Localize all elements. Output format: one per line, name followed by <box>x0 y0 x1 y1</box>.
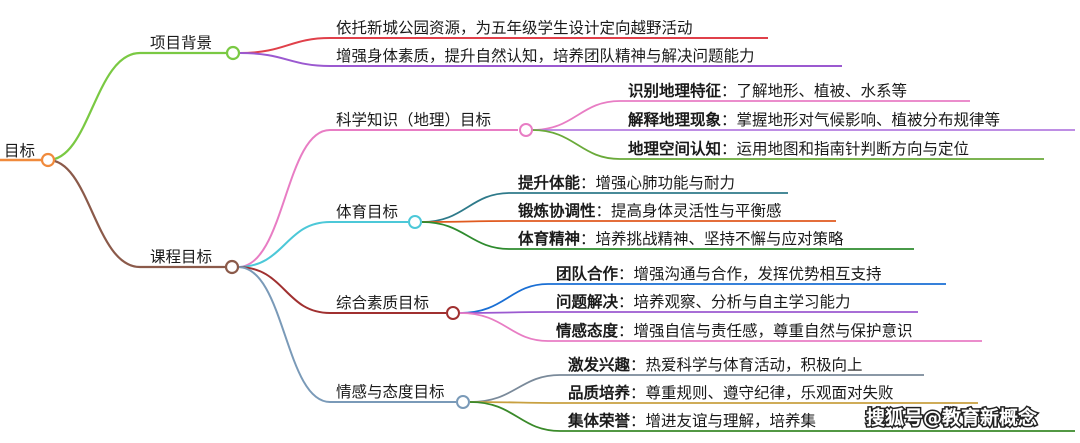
pe-item-3: 体育精神：培养挑战精神、坚持不懈与应对策略 <box>518 229 844 248</box>
connector-quality-item-1 <box>459 283 549 314</box>
quality-item-1: 团队合作：增强沟通与合作，发挥优势相互支持 <box>556 264 882 283</box>
pe-item-1-term: 提升体能 <box>518 173 581 192</box>
science-label: 科学知识（地理）目标 <box>336 111 491 129</box>
quality-item-3-desc: ：增强自信与责任感，尊重自然与保护意识 <box>618 321 913 340</box>
pe-item-2-desc: ：提高身体灵活性与平衡感 <box>596 202 782 220</box>
connector-emotion-item-3 <box>469 401 561 432</box>
pe-item-2: 锻炼协调性：提高身体灵活性与平衡感 <box>518 201 782 220</box>
connector-quality-item-2 <box>459 311 549 314</box>
science-item-2-term: 解释地理现象 <box>628 110 722 129</box>
pe-item-1: 提升体能：增强心肺功能与耐力 <box>518 173 735 192</box>
science-item-3-term: 地理空间认知 <box>628 139 721 158</box>
emotion-item-2-desc: ：尊重规则、遵守纪律，乐观面对失败 <box>630 384 894 402</box>
science-item-3-desc: ：运用地图和指南针判断方向与定位 <box>721 140 969 158</box>
root-label: 目标 <box>4 142 35 160</box>
quality-label: 综合素质目标 <box>336 294 429 312</box>
connector-quality-item-3 <box>459 312 549 342</box>
background-item-1: 依托新城公园资源，为五年级学生设计定向越野活动 <box>336 19 693 37</box>
connector-background-item-1 <box>239 37 331 54</box>
science-item-2: 解释地理现象：掌握地形对气候影响、植被分布规律等 <box>628 110 1000 129</box>
watermark: 搜狐号@教育新概念 <box>866 406 1037 429</box>
quality-item-2-term: 问题解决 <box>556 292 619 311</box>
quality-item-3-term: 情感态度 <box>556 321 619 340</box>
quality-item-3: 情感态度：增强自信与责任感，尊重自然与保护意识 <box>556 321 913 340</box>
pe-item-3-term: 体育精神 <box>518 229 580 248</box>
pe-node-circle[interactable] <box>408 215 422 229</box>
quality-node-circle[interactable] <box>446 306 460 320</box>
emotion-item-1-term: 激发兴趣 <box>568 355 631 374</box>
science-item-1-term: 识别地理特征 <box>628 81 722 100</box>
quality-item-1-term: 团队合作 <box>556 264 619 283</box>
connector-course-pe <box>237 221 331 268</box>
emotion-item-3-desc: ：增进友谊与理解，培养集 <box>630 412 816 430</box>
connector-background-item-2 <box>239 52 331 67</box>
background-item-2: 增强身体素质，提升自然认知，培养团队精神与解决问题能力 <box>336 47 755 65</box>
connector-course-science <box>237 129 331 268</box>
quality-item-2: 问题解决：培养观察、分析与自主学习能力 <box>556 292 851 311</box>
root-node-circle[interactable] <box>40 152 56 168</box>
pe-item-3-desc: ：培养挑战精神、坚持不懈与应对策略 <box>580 229 844 248</box>
emotion-item-2-term: 品质培养 <box>568 383 631 402</box>
pe-item-2-term: 锻炼协调性 <box>518 201 596 220</box>
pe-item-1-desc: ：增强心肺功能与耐力 <box>580 174 735 192</box>
emotion-item-3: 集体荣誉：增进友谊与理解，培养集 <box>567 411 816 430</box>
connector-course-quality <box>237 266 331 314</box>
emotion-item-3-term: 集体荣誉 <box>567 411 631 430</box>
emotion-item-1-desc: ：热爱科学与体育活动，积极向上 <box>630 356 863 374</box>
science-item-1-desc: ：了解地形、植被、水系等 <box>721 82 907 100</box>
connector-course-emotion <box>237 266 331 403</box>
science-node-circle[interactable] <box>519 123 533 137</box>
quality-item-2-desc: ：培养观察、分析与自主学习能力 <box>618 293 851 311</box>
science-item-3: 地理空间认知：运用地图和指南针判断方向与定位 <box>628 139 969 158</box>
connector-pe-item-1 <box>421 192 511 223</box>
connector-root-course <box>47 158 141 269</box>
connector-pe-item-2 <box>421 220 511 223</box>
connector-pe-item-3 <box>421 221 511 250</box>
quality-item-1-desc: ：增强沟通与合作，发挥优势相互支持 <box>618 265 882 283</box>
emotion-item-1: 激发兴趣：热爱科学与体育活动，积极向上 <box>568 355 863 374</box>
connector-science-item-1 <box>531 100 621 131</box>
connector-root-background <box>47 51 141 162</box>
emotion-item-2: 品质培养：尊重规则、遵守纪律，乐观面对失败 <box>568 383 894 402</box>
connector-science-item-3 <box>531 129 621 160</box>
emotion-node-circle[interactable] <box>456 395 470 409</box>
emotion-label: 情感与态度目标 <box>336 383 445 401</box>
background-node-circle[interactable] <box>225 45 241 61</box>
science-item-2-desc: ：掌握地形对气候影响、植被分布规律等 <box>721 111 1000 129</box>
course-node-circle[interactable] <box>224 259 240 275</box>
course-label: 课程目标 <box>150 248 212 266</box>
connector-emotion-item-1 <box>469 374 561 403</box>
pe-label: 体育目标 <box>336 203 398 221</box>
background-label: 项目背景 <box>150 34 212 52</box>
science-item-1: 识别地理特征：了解地形、植被、水系等 <box>628 81 907 100</box>
